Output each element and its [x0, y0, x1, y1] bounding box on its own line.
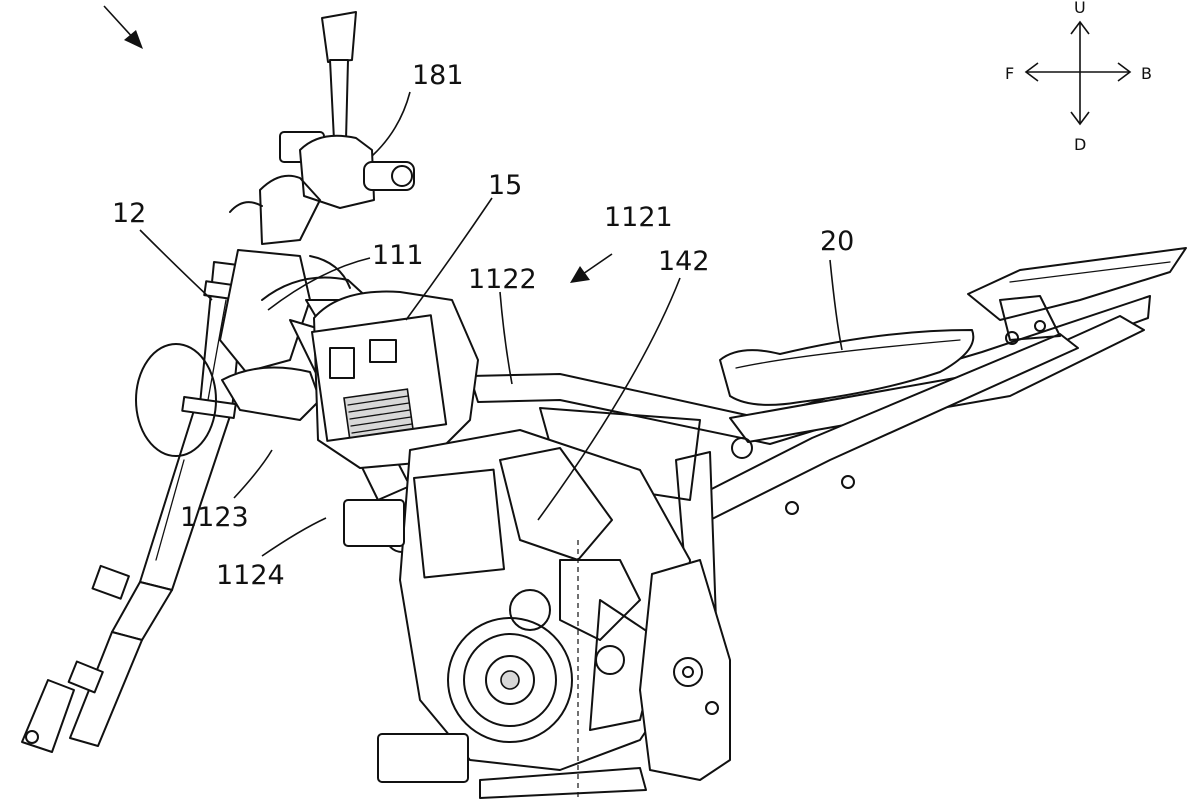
label-12: 12 [112, 198, 146, 229]
handlebar-assembly [229, 11, 415, 245]
direction-front-label: F [1005, 64, 1014, 83]
direction-back-label: B [1141, 64, 1152, 83]
label-111: 111 [372, 240, 424, 271]
leader-lines [139, 91, 843, 557]
rear-subframe [639, 559, 731, 781]
label-20: 20 [820, 226, 854, 257]
direction-up-label: U [1074, 0, 1086, 17]
label-1122: 1122 [468, 264, 537, 295]
battery-controller-unit [311, 290, 479, 469]
direction-compass: U D F B [1005, 0, 1152, 154]
label-181: 181 [412, 60, 464, 91]
engine [343, 429, 720, 801]
label-1121: 1121 [604, 202, 673, 233]
view-arrow [103, 5, 143, 49]
main-frame-rails [469, 295, 1151, 629]
label-15: 15 [488, 170, 522, 201]
label-142: 142 [658, 246, 710, 277]
label-1124: 1124 [216, 560, 285, 591]
callout-labels: 181 12 15 1121 111 1122 142 20 1123 1124 [112, 60, 854, 591]
label-1123: 1123 [180, 502, 249, 533]
head-pipe [219, 249, 373, 421]
seat [719, 247, 1187, 406]
direction-down-label: D [1074, 135, 1086, 154]
